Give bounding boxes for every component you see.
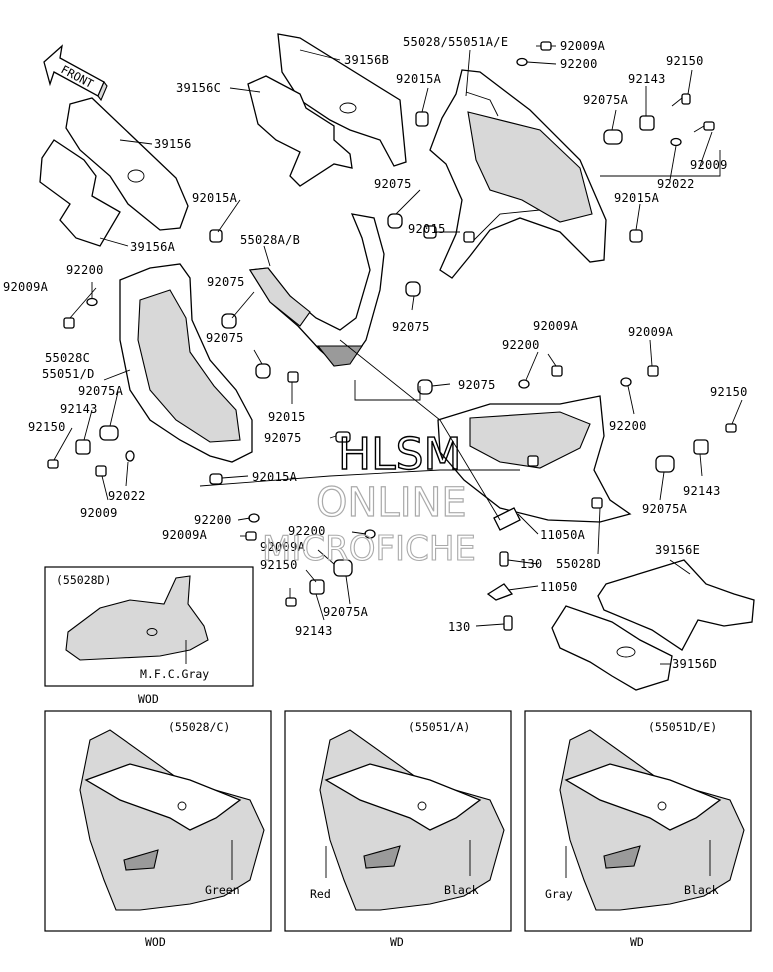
label-92009A-b1: 92009A bbox=[162, 528, 208, 542]
watermark: HLSM ONLINE MICROFICHE bbox=[261, 428, 476, 569]
variant-panel-3-label-0: Gray bbox=[545, 887, 573, 901]
variant-panel-2-title: (55051/A) bbox=[408, 720, 470, 734]
label-92143-left: 92143 bbox=[60, 402, 98, 416]
inner-cover-39156C bbox=[247, 75, 353, 187]
label-39156E: 39156E bbox=[655, 543, 700, 557]
label-92009A-r1: 92009A bbox=[533, 319, 579, 333]
label-92022-top: 92022 bbox=[657, 177, 695, 191]
variant-panel-1-label-0: Green bbox=[205, 883, 240, 897]
inner-cover-39156 bbox=[65, 97, 189, 231]
label-92075A-r: 92075A bbox=[642, 502, 688, 516]
inset-55028D-title: (55028D) bbox=[56, 573, 111, 587]
label-92015-center: 92015 bbox=[268, 410, 306, 424]
variant-panel-1-caption: WOD bbox=[145, 935, 166, 949]
label-92009A-left: 92009A bbox=[3, 280, 49, 294]
label-92075A-left: 92075A bbox=[78, 384, 124, 398]
label-55028D: 55028D bbox=[556, 557, 601, 571]
center-nose-cowl bbox=[248, 213, 385, 367]
label-92075-c2: 92075 bbox=[458, 378, 496, 392]
watermark-line2: ONLINE bbox=[316, 480, 467, 526]
variant-panel-1-title: (55028/C) bbox=[168, 720, 230, 734]
variant-panel-2: (55051/A) Red Black WD bbox=[284, 710, 512, 949]
label-11050: 11050 bbox=[540, 580, 578, 594]
label-92200-r2: 92200 bbox=[609, 419, 647, 433]
label-92075-left2: 92075 bbox=[206, 331, 244, 345]
label-92143-top: 92143 bbox=[628, 72, 666, 86]
label-39156D: 39156D bbox=[672, 657, 717, 671]
variant-panel-2-label-1: Black bbox=[444, 883, 479, 897]
label-92150-b: 92150 bbox=[260, 558, 298, 572]
label-92143-b: 92143 bbox=[295, 624, 333, 638]
label-55028-55051AE: 55028/55051A/E bbox=[403, 35, 508, 49]
variant-panel-3-title: (55051D/E) bbox=[648, 720, 717, 734]
part-labels: 39156B 39156C 39156 39156A 55028/55051A/… bbox=[3, 35, 748, 671]
label-92009A-r2: 92009A bbox=[628, 325, 674, 339]
inset-55028D-color: M.F.C.Gray bbox=[140, 667, 209, 681]
inset-55028D-caption: WOD bbox=[138, 692, 159, 706]
label-92200-left: 92200 bbox=[66, 263, 104, 277]
label-39156: 39156 bbox=[154, 137, 192, 151]
upper-cowling-top bbox=[429, 69, 607, 279]
label-92075-mid2: 92075 bbox=[392, 320, 430, 334]
label-92075A-top: 92075A bbox=[583, 93, 629, 107]
label-39156A: 39156A bbox=[130, 240, 176, 254]
label-92150-left: 92150 bbox=[28, 420, 66, 434]
label-55028C: 55028C bbox=[45, 351, 90, 365]
label-92015A-top: 92015A bbox=[396, 72, 442, 86]
left-middle-cowling bbox=[119, 263, 253, 463]
label-92075-center: 92075 bbox=[264, 431, 302, 445]
variant-panel-3-label-1: Black bbox=[684, 883, 719, 897]
label-92009A-b2: 92009A bbox=[260, 540, 306, 554]
label-92200-top: 92200 bbox=[560, 57, 598, 71]
label-92150-top: 92150 bbox=[666, 54, 704, 68]
label-92015A-left: 92015A bbox=[192, 191, 238, 205]
label-92015A-right: 92015A bbox=[614, 191, 660, 205]
fasteners bbox=[47, 41, 737, 631]
label-92009-bottom: 92009 bbox=[80, 506, 118, 520]
variant-panel-2-caption: WD bbox=[390, 935, 404, 949]
variant-panel-1: (55028/C) Green WOD bbox=[44, 710, 272, 949]
watermark-line3: MICROFICHE bbox=[262, 529, 476, 569]
front-arrow: FRONT bbox=[43, 44, 108, 102]
label-92075A-b: 92075A bbox=[323, 605, 369, 619]
label-39156C: 39156C bbox=[176, 81, 221, 95]
label-92015A-bottom: 92015A bbox=[252, 470, 298, 484]
label-130a: 130 bbox=[520, 557, 543, 571]
label-92200-r1: 92200 bbox=[502, 338, 540, 352]
front-arrow-label: FRONT bbox=[59, 62, 96, 91]
label-92022-bottom: 92022 bbox=[108, 489, 146, 503]
label-92009A-top: 92009A bbox=[560, 39, 606, 53]
variant-panel-2-label-0: Red bbox=[310, 887, 331, 901]
label-130b: 130 bbox=[448, 620, 471, 634]
label-11050A: 11050A bbox=[540, 528, 586, 542]
label-55051D: 55051/D bbox=[42, 367, 95, 381]
label-92015-mid: 92015 bbox=[408, 222, 446, 236]
inset-55028D: (55028D) M.F.C.Gray WOD bbox=[44, 566, 254, 706]
label-92150-r: 92150 bbox=[710, 385, 748, 399]
variant-panel-3: (55051D/E) Gray Black WD bbox=[524, 710, 752, 949]
watermark-line1: HLSM bbox=[338, 429, 462, 480]
label-92009-top: 92009 bbox=[690, 158, 728, 172]
label-92075-mid1: 92075 bbox=[374, 177, 412, 191]
label-92075-left1: 92075 bbox=[207, 275, 245, 289]
label-39156B: 39156B bbox=[344, 53, 389, 67]
leader-lines bbox=[53, 45, 743, 665]
inner-cover-39156E bbox=[597, 559, 755, 651]
label-92143-r: 92143 bbox=[683, 484, 721, 498]
label-92200-b1: 92200 bbox=[194, 513, 232, 527]
label-55028AB: 55028A/B bbox=[240, 233, 300, 247]
inner-cover-39156D bbox=[551, 605, 673, 691]
variant-panel-3-caption: WD bbox=[630, 935, 644, 949]
label-92200-b2: 92200 bbox=[288, 524, 326, 538]
inner-cover-39156A bbox=[39, 139, 121, 247]
